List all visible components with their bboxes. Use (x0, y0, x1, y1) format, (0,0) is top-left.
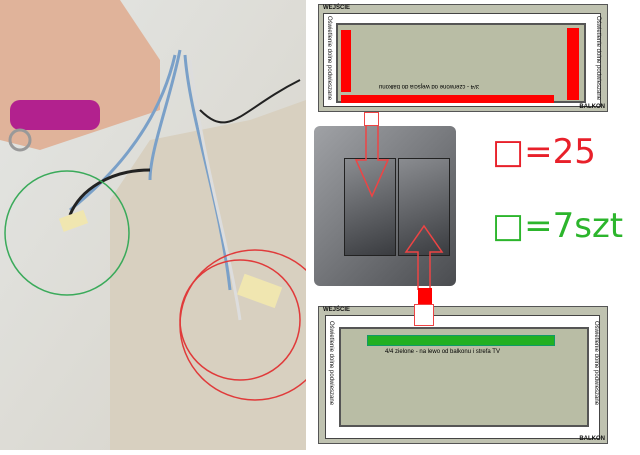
green-circle (4, 170, 130, 296)
right-label: Oświetlenie dolne podwieszane (593, 321, 599, 406)
left-label: Oświetlenie dolne podwieszane (326, 16, 332, 101)
entrance-label: WEJŚCIE (323, 5, 351, 11)
connector-red (418, 288, 432, 304)
red-light-left (341, 30, 351, 92)
balcony-label: BALKON (579, 104, 605, 110)
switch-key-right[interactable] (398, 158, 450, 256)
entrance-label: WEJŚCIE (323, 307, 351, 313)
right-label: Oświetlenie dolne podwieszane (595, 16, 601, 101)
wiring-photo (0, 0, 331, 450)
red-light-right (567, 28, 579, 100)
top-floor-plan: 3/4 - czerwone od wejścia do balkonu WEJ… (318, 4, 608, 112)
green-formula: □=7szt (492, 206, 624, 246)
green-light (367, 335, 555, 346)
bottom-floor-plan: 4/4 zielone - na lewo od balkonu i stref… (318, 306, 608, 444)
red-formula: □=25 (492, 132, 596, 172)
connector-top (364, 112, 379, 126)
balcony-label: BALKON (579, 436, 605, 442)
left-label: Oświetlenie dolne podwieszane (328, 321, 334, 406)
red-arrow-up (404, 224, 444, 290)
lighting-diagram: 3/4 - czerwone od wejścia do balkonu WEJ… (306, 0, 640, 450)
red-light-bottom (341, 95, 554, 103)
double-light-switch (314, 126, 456, 286)
bottom-note: 4/4 zielone - na lewo od balkonu i stref… (385, 349, 500, 355)
connector-bottom (414, 304, 434, 326)
red-circle-inner (179, 259, 301, 381)
key-ring (8, 128, 32, 152)
wires (68, 49, 301, 321)
tape-left (58, 209, 89, 232)
switch-key-left[interactable] (344, 158, 396, 256)
plaster-patch (110, 100, 306, 450)
tape-right (237, 273, 283, 309)
keychain (10, 100, 100, 130)
red-arrow-down (354, 126, 390, 198)
